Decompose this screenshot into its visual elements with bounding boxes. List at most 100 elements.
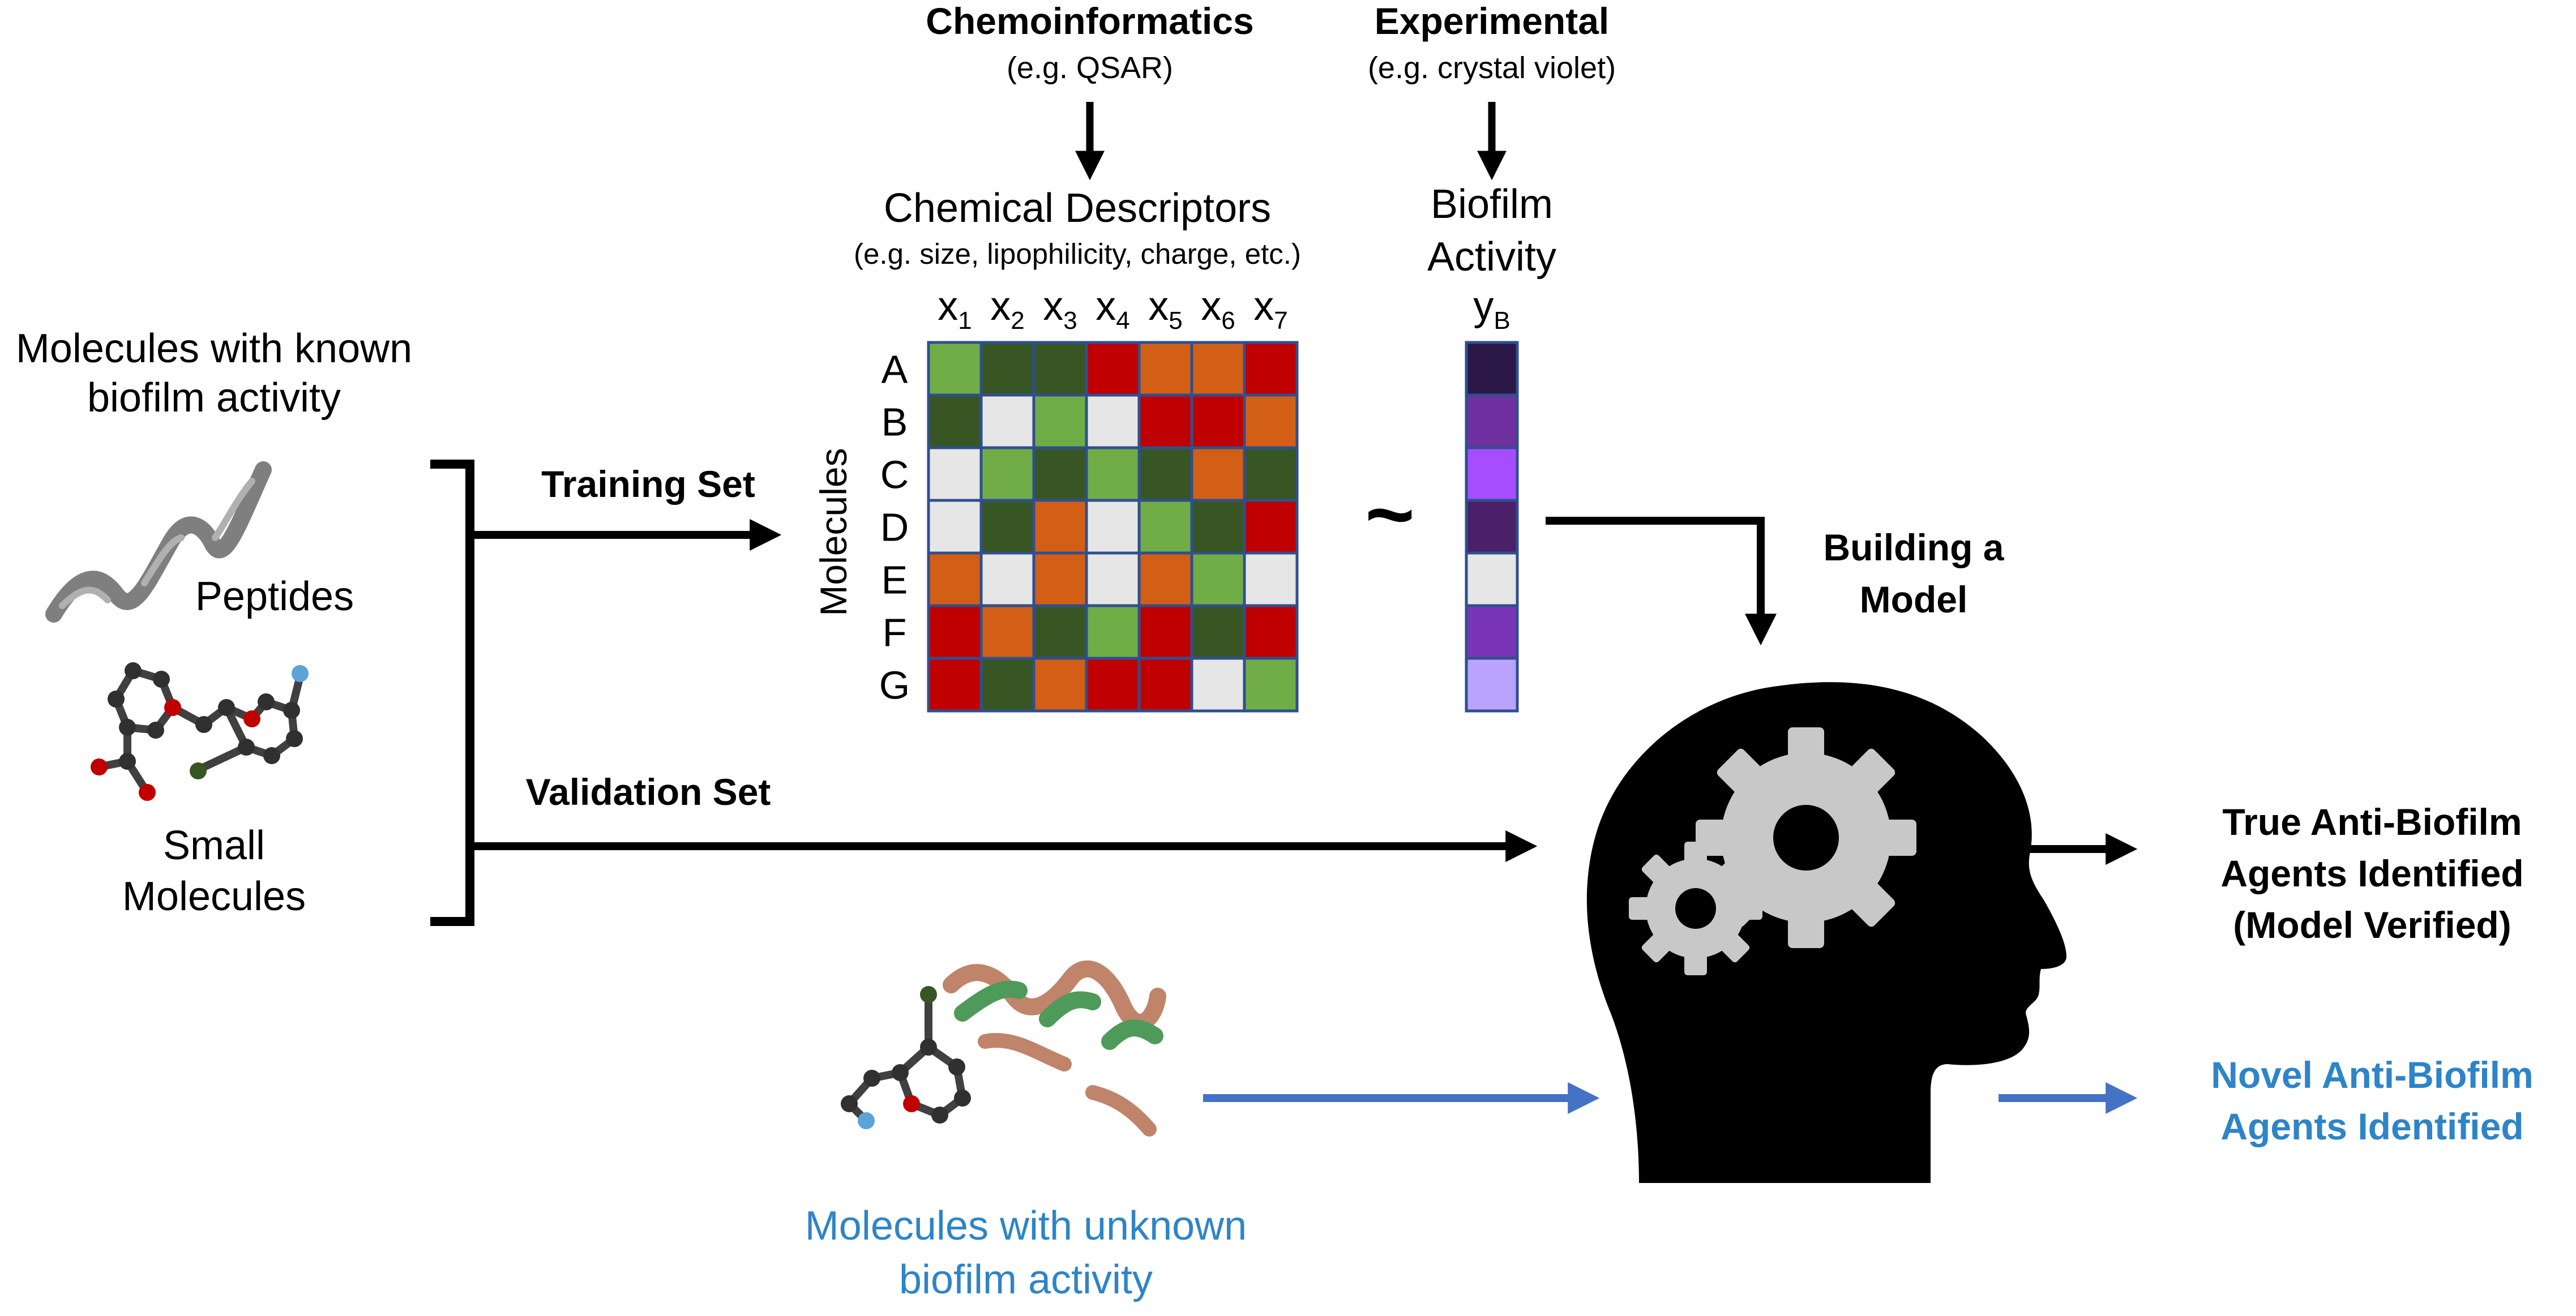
column-symbol: x bbox=[1201, 284, 1221, 329]
true-agents-label-line2: Agents Identified bbox=[2220, 852, 2523, 894]
chemoinformatics-subtitle: (e.g. QSAR) bbox=[1007, 51, 1173, 85]
column-subscript: 5 bbox=[1169, 307, 1182, 335]
matrix-cell bbox=[1243, 657, 1299, 713]
matrix-cell bbox=[927, 341, 983, 397]
matrix-cell bbox=[979, 499, 1035, 555]
molecule-row-label: F bbox=[883, 611, 907, 655]
building-model-label-line2: Model bbox=[1860, 578, 1968, 620]
unknown-small-molecule-icon bbox=[841, 986, 971, 1129]
column-subscript: 3 bbox=[1063, 307, 1077, 335]
descriptor-column-label: x1 bbox=[938, 284, 972, 335]
matrix-cell bbox=[927, 551, 983, 607]
column-subscript: 1 bbox=[958, 307, 972, 335]
true-agents-label-line3: (Model Verified) bbox=[2233, 904, 2511, 946]
small-molecule-atoms bbox=[91, 662, 309, 801]
matrix-cell bbox=[979, 341, 1035, 397]
matrix-cell bbox=[1032, 499, 1088, 555]
chemoinformatics-title: Chemoinformatics bbox=[926, 0, 1253, 42]
matrix-cell bbox=[927, 446, 983, 502]
training-set-label: Training Set bbox=[541, 463, 755, 505]
column-symbol: x bbox=[938, 284, 958, 329]
matrix-cell bbox=[1137, 446, 1193, 502]
matrix-cell bbox=[1190, 551, 1246, 607]
matrix-cell bbox=[927, 657, 983, 713]
unknown-molecules-label-line2: biofilm activity bbox=[899, 1257, 1153, 1302]
known-molecules-label-line2: biofilm activity bbox=[87, 375, 341, 421]
peptides-label: Peptides bbox=[195, 574, 354, 619]
building-model-arrow bbox=[1546, 517, 1777, 646]
molecule-row-label: G bbox=[879, 663, 910, 708]
column-symbol: x bbox=[990, 284, 1011, 329]
descriptor-matrix bbox=[927, 341, 1299, 713]
activity-column bbox=[1465, 341, 1519, 713]
activity-cell bbox=[1465, 657, 1519, 713]
matrix-cell bbox=[1243, 341, 1299, 397]
descriptor-column-label: x7 bbox=[1253, 284, 1287, 335]
matrix-cell bbox=[1243, 499, 1299, 555]
small-molecules-label-line1: Small bbox=[163, 823, 265, 868]
matrix-cell bbox=[979, 551, 1035, 607]
true-agents-label-line1: True Anti-Biofilm bbox=[2222, 801, 2522, 843]
matrix-cell bbox=[1137, 604, 1193, 660]
matrix-cell bbox=[1137, 657, 1193, 713]
matrix-cell bbox=[1032, 551, 1088, 607]
matrix-cell bbox=[1190, 393, 1246, 449]
activity-cell bbox=[1465, 499, 1519, 555]
column-subscript: 4 bbox=[1116, 307, 1129, 335]
matrix-cell bbox=[979, 446, 1035, 502]
descriptor-column-label: x2 bbox=[990, 284, 1024, 335]
matrix-cell bbox=[1243, 551, 1299, 607]
matrix-cell bbox=[1085, 604, 1141, 660]
matrix-cell bbox=[1085, 499, 1141, 555]
dataset-bracket bbox=[430, 460, 474, 926]
matrix-cell bbox=[1085, 341, 1141, 397]
column-symbol: x bbox=[1253, 284, 1274, 329]
activity-column-label: yB bbox=[1473, 284, 1510, 335]
descriptor-column-label: x5 bbox=[1148, 284, 1182, 335]
unknown-molecules-label-line1: Molecules with unknown bbox=[805, 1203, 1247, 1249]
unknown-peptide-helix-icon bbox=[943, 960, 1166, 1137]
matrix-cell bbox=[1243, 446, 1299, 502]
activity-cell bbox=[1465, 551, 1519, 607]
matrix-cell bbox=[1085, 657, 1141, 713]
column-symbol: x bbox=[1096, 284, 1116, 329]
known-molecules-label-line1: Molecules with known bbox=[16, 326, 412, 371]
molecule-row-label: A bbox=[882, 348, 908, 392]
matrix-cell bbox=[1032, 657, 1088, 713]
novel-agents-label-line1: Novel Anti-Biofilm bbox=[2211, 1054, 2534, 1096]
matrix-cell bbox=[1190, 446, 1246, 502]
molecule-row-label: E bbox=[882, 558, 908, 602]
descriptors-title: Chemical Descriptors bbox=[884, 186, 1271, 231]
column-subscript: 2 bbox=[1011, 307, 1024, 335]
molecules-axis-label: Molecules bbox=[812, 448, 854, 616]
matrix-cell bbox=[979, 604, 1035, 660]
experimental-subtitle: (e.g. crystal violet) bbox=[1368, 51, 1616, 85]
ai-head-icon bbox=[1586, 682, 2066, 1183]
activity-cell bbox=[1465, 393, 1519, 449]
small-gear-icon bbox=[1629, 842, 1762, 975]
activity-cell bbox=[1465, 446, 1519, 502]
activity-title-line1: Biofilm bbox=[1431, 182, 1553, 227]
matrix-cell bbox=[1243, 604, 1299, 660]
tilde-symbol: ~ bbox=[1365, 466, 1415, 561]
small-molecules-label-line2: Molecules bbox=[122, 874, 306, 919]
molecule-row-label: B bbox=[882, 400, 908, 444]
molecule-row-label: D bbox=[880, 505, 909, 550]
column-subscript: 6 bbox=[1221, 307, 1235, 335]
validation-set-label: Validation Set bbox=[526, 771, 771, 813]
activity-y-subscript: B bbox=[1494, 307, 1510, 335]
experimental-title: Experimental bbox=[1375, 0, 1610, 42]
descriptor-column-label: x6 bbox=[1201, 284, 1235, 335]
matrix-cell bbox=[1032, 604, 1088, 660]
column-symbol: x bbox=[1043, 284, 1063, 329]
descriptors-subtitle: (e.g. size, lipophilicity, charge, etc.) bbox=[854, 238, 1301, 270]
matrix-cell bbox=[1085, 551, 1141, 607]
matrix-cell bbox=[979, 393, 1035, 449]
descriptor-column-label: x4 bbox=[1096, 284, 1129, 335]
matrix-cell bbox=[1190, 341, 1246, 397]
building-model-label-line1: Building a bbox=[1824, 526, 2005, 568]
